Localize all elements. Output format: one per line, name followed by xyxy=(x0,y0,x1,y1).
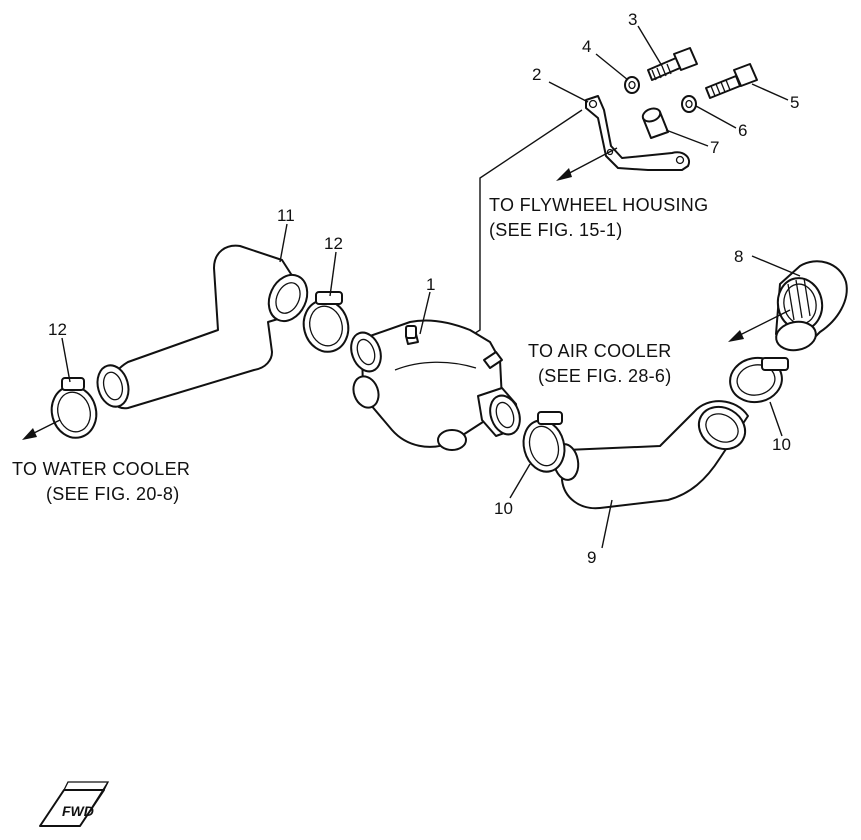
label-part-10-right: 10 xyxy=(772,435,791,454)
flywheel-arrow-head xyxy=(556,168,572,181)
air-cooler-arrow-head xyxy=(728,330,744,342)
fwd-direction-badge: FWD xyxy=(39,781,110,827)
water-cooler-arrow-head xyxy=(22,428,37,440)
label-part-5: 5 xyxy=(790,93,799,112)
flywheel-note-line2: (SEE FIG. 15-1) xyxy=(489,220,623,240)
bracket-assembly xyxy=(451,47,758,349)
bolt-part-5 xyxy=(705,63,758,99)
hose-part-9 xyxy=(552,400,749,510)
bracket-hole xyxy=(588,99,598,109)
bolt-part-3 xyxy=(647,47,698,81)
air-cooler-note-line2: (SEE FIG. 28-6) xyxy=(538,366,672,386)
label-part-1: 1 xyxy=(426,275,435,294)
water-cooler-note-line2: (SEE FIG. 20-8) xyxy=(46,484,180,504)
direction-notes: TO FLYWHEEL HOUSING (SEE FIG. 15-1) TO A… xyxy=(12,195,708,504)
clamp-part-12-right xyxy=(302,291,350,353)
label-part-6: 6 xyxy=(738,121,747,140)
air-cooler-arrow-shaft xyxy=(733,309,791,339)
washer-part-4 xyxy=(624,76,640,94)
part-number-labels: 1 2 3 4 5 6 7 8 9 10 10 11 12 12 xyxy=(48,10,799,567)
water-cooler-note-line1: TO WATER COOLER xyxy=(12,459,190,479)
clamp-part-10-left xyxy=(522,411,566,473)
spacer-part-7 xyxy=(641,107,669,139)
elbow-part-8 xyxy=(775,260,848,352)
label-part-2: 2 xyxy=(532,65,541,84)
clamp-part-12-left xyxy=(50,377,98,439)
air-cooler-note-line1: TO AIR COOLER xyxy=(528,341,672,361)
leader-lines xyxy=(61,25,801,549)
label-part-9: 9 xyxy=(587,548,596,567)
label-part-10-left: 10 xyxy=(494,499,513,518)
hose-part-11 xyxy=(96,244,309,410)
label-part-8: 8 xyxy=(734,247,743,266)
label-part-11: 11 xyxy=(277,206,295,225)
washer-part-6 xyxy=(681,95,697,113)
label-part-4: 4 xyxy=(582,37,591,56)
label-part-12-left: 12 xyxy=(48,320,67,339)
thermostat-housing-part-1 xyxy=(350,319,521,451)
fwd-badge-text: FWD xyxy=(62,803,94,819)
clamp-part-10-right xyxy=(729,356,789,404)
label-part-7: 7 xyxy=(710,138,719,157)
bracket-hole xyxy=(606,148,614,156)
label-part-3: 3 xyxy=(628,10,637,29)
label-part-12-right: 12 xyxy=(324,234,343,253)
flywheel-note-line1: TO FLYWHEEL HOUSING xyxy=(489,195,708,215)
bracket-hole xyxy=(675,155,685,165)
